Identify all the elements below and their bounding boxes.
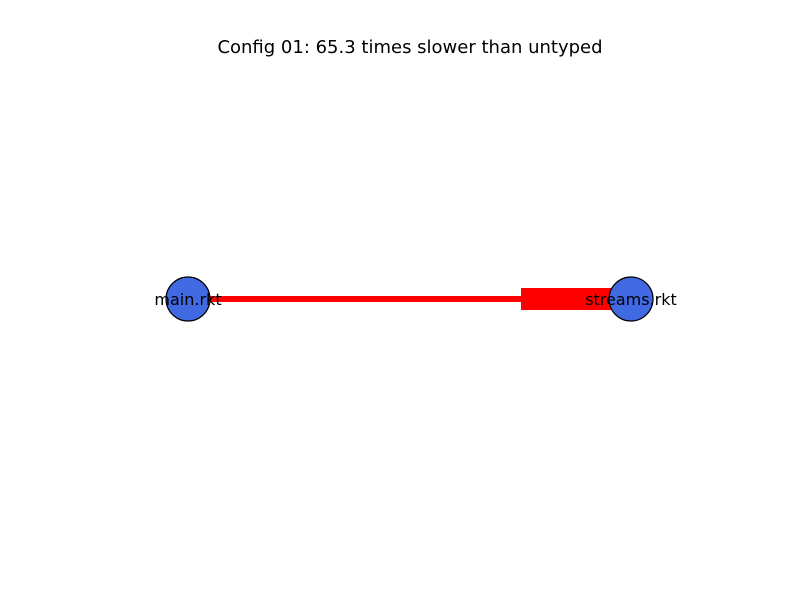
node-main-circle bbox=[165, 276, 211, 322]
node-main: main.rkt bbox=[154, 276, 222, 322]
node-streams-circle bbox=[608, 276, 654, 322]
node-streams: streams.rkt bbox=[585, 276, 677, 322]
graph-title: Config 01: 65.3 times slower than untype… bbox=[217, 37, 602, 58]
edge-main-to-streams bbox=[205, 288, 612, 310]
node-main-label: main.rkt bbox=[154, 290, 221, 309]
edge-arrowhead bbox=[521, 288, 612, 310]
node-streams-label: streams.rkt bbox=[585, 290, 677, 309]
